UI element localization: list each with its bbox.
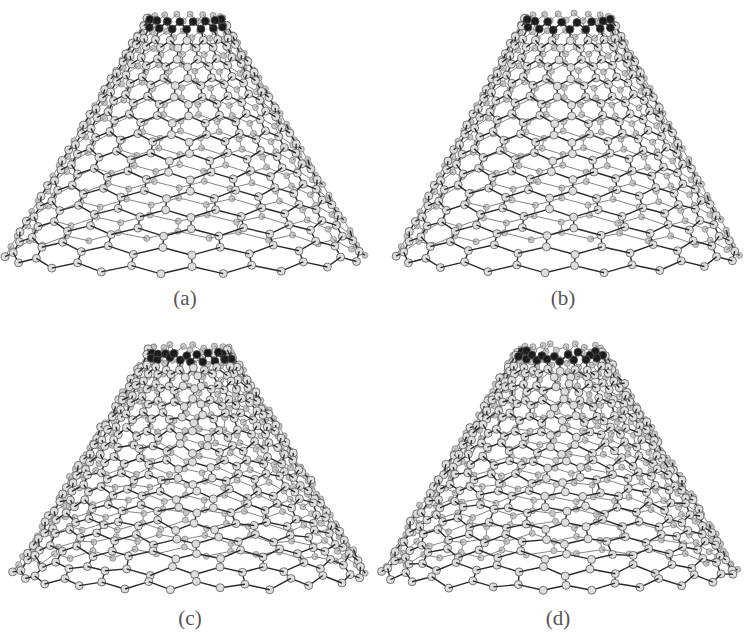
carbon-bond [220, 247, 249, 254]
carbon-atom [188, 251, 196, 259]
carbon-atom [187, 214, 195, 222]
carbon-bond [150, 215, 178, 221]
carbon-atom [186, 187, 194, 195]
carbon-atom [168, 119, 176, 127]
carbon-bond [563, 165, 586, 172]
carbon-bond [192, 267, 223, 274]
carbon-bond [207, 215, 236, 222]
carbon-bond [161, 267, 192, 274]
carbon-bond [252, 265, 282, 271]
carbon-bond [613, 199, 639, 207]
carbon-atom [170, 93, 178, 101]
carbon-atom [176, 18, 184, 26]
carbon-atom [163, 195, 171, 203]
carbon-atom [165, 168, 173, 176]
carbon-atom [160, 232, 168, 240]
carbon-bond [538, 182, 562, 188]
carbon-bond [226, 165, 249, 173]
carbon-bond [202, 148, 224, 155]
carbon-atom [186, 176, 194, 184]
carbon-atom [184, 101, 192, 109]
carbon-bond [97, 217, 121, 222]
carbon-atom [173, 55, 181, 63]
carbon-atom [124, 167, 132, 175]
carbon-bond [584, 148, 606, 156]
carbon-atom [157, 270, 165, 278]
carbon-bond [223, 265, 251, 273]
carbon-bond [562, 233, 591, 240]
carbon-bond [154, 182, 179, 188]
carbon-atom [9, 249, 17, 257]
carbon-bond [134, 248, 163, 255]
carbon-bond [484, 218, 507, 223]
carbon-bond [180, 165, 204, 172]
carbon-atom [183, 25, 191, 33]
carbon-bond [132, 266, 161, 274]
carbon-atom [174, 44, 182, 52]
carbon-cone [392, 10, 742, 277]
carbon-bond [590, 215, 618, 223]
carbon-atom [186, 150, 194, 158]
carbon-atom [162, 206, 170, 214]
carbon-atom [185, 112, 193, 120]
carbon-bond [239, 232, 269, 240]
carbon-bond [192, 247, 220, 255]
carbon-bond [586, 182, 611, 190]
carbon-bond [118, 233, 146, 239]
carbon-bond [642, 217, 668, 226]
carbon-atom [159, 244, 167, 252]
carbon-atom [187, 225, 195, 233]
carbon-atom [184, 74, 192, 82]
carbon-bond [620, 233, 649, 241]
carbon-atom [184, 63, 192, 71]
carbon-bond [534, 216, 561, 222]
carbon-atom [165, 157, 173, 165]
carbon-atom [171, 82, 179, 90]
carbon-bond [126, 199, 151, 205]
carbon-bond [232, 199, 259, 207]
carbon-bond [504, 233, 531, 240]
carbon-bond [607, 166, 629, 173]
carbon-atom [183, 37, 191, 45]
carbon-bond [512, 200, 536, 205]
carbon-bond [121, 215, 150, 223]
carbon-bond [562, 198, 588, 205]
carbon-bond [179, 198, 207, 205]
carbon-atom [185, 138, 193, 146]
carbon-cone [1, 11, 368, 278]
carbon-bond [101, 266, 131, 272]
carbon-bond [163, 248, 192, 256]
carbon-atom [167, 131, 175, 139]
carbon-atom [188, 263, 196, 271]
carbon-bond [204, 181, 230, 188]
